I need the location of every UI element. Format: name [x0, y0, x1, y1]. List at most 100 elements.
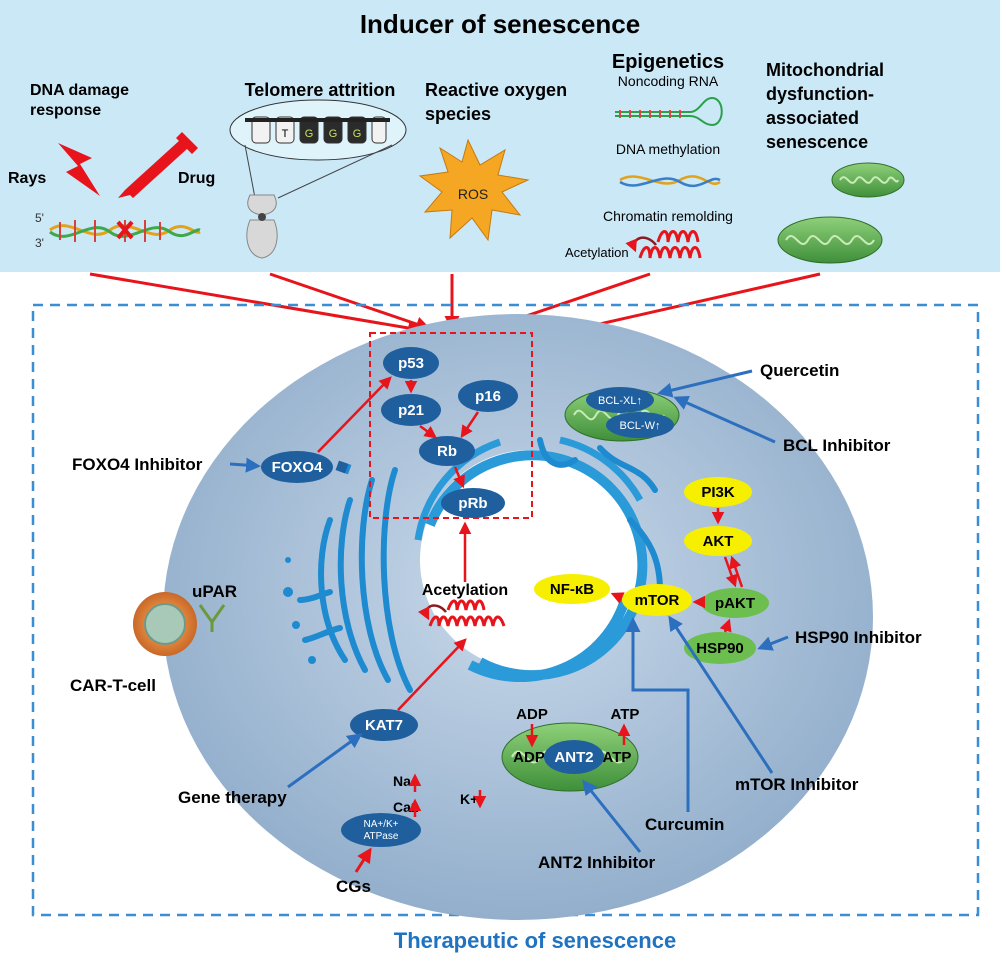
bcl-xl-node: BCL-XL↑: [586, 387, 654, 413]
atpase-node: NA+/K+ ATPase: [341, 813, 421, 847]
pi3k-label: PI3K: [701, 484, 735, 501]
pi3k-node: PI3K: [684, 477, 752, 507]
foxo4-inhibitor-label: FOXO4 Inhibitor: [72, 455, 203, 474]
adp-atp-arrows: [525, 723, 631, 748]
mtor-label: mTOR: [635, 592, 680, 609]
rough-er: [537, 437, 663, 593]
kat7-node: KAT7: [350, 709, 418, 741]
rb-label: Rb: [437, 443, 457, 460]
top-acetylation-label: Acetylation: [565, 245, 629, 260]
quercetin-arrow: [657, 369, 753, 398]
p53-node: p53: [383, 347, 439, 379]
mtor-node: mTOR: [622, 584, 692, 616]
foxo4-arrow: [317, 376, 392, 453]
bcl-xl-label: BCL-XL↑: [598, 395, 642, 407]
p16-node: p16: [458, 380, 518, 412]
quercetin-label: Quercetin: [760, 361, 839, 380]
car-t-label: CAR-T-cell: [70, 676, 156, 695]
p21-label: p21: [398, 402, 424, 419]
akt-label: AKT: [703, 533, 734, 550]
therapeutic-title: Therapeutic of senescence: [394, 928, 676, 953]
ant2-node: ANT2: [544, 740, 604, 774]
mito-title-3: associated: [766, 108, 859, 128]
telomere-letter: G: [353, 128, 362, 140]
hsp90-label: HSP90: [696, 640, 744, 657]
mito-title-1: Mitochondrial: [766, 60, 884, 80]
endoplasmic-reticulum: [297, 467, 413, 693]
atpase-label-1: NA+/K+: [363, 819, 398, 830]
akt-node: AKT: [684, 526, 752, 556]
mitochondrion-icon: [777, 216, 883, 264]
rays-label: Rays: [8, 170, 46, 187]
prb-label: pRb: [458, 495, 487, 512]
hsp90-inhibitor-label: HSP90 Inhibitor: [795, 628, 922, 647]
strand-3-label: 3': [35, 236, 44, 250]
pakt-label: pAKT: [715, 595, 755, 612]
adp-inner-label: ADP: [513, 749, 545, 766]
akt-pathway-arrows: [610, 508, 744, 633]
atpase-label-2: ATPase: [364, 831, 399, 842]
acetylation-arrow-icon: [625, 236, 657, 253]
kat7-label: KAT7: [365, 717, 403, 734]
nfkb-label: NF-κB: [550, 581, 594, 598]
bcl-w-label: BCL-W↑: [620, 420, 661, 432]
methylation-helix-icon: [619, 175, 721, 188]
hsp90-node: HSP90: [684, 632, 756, 664]
curcumin-arrow: [625, 617, 690, 812]
mtor-inhibitor-arrow: [668, 615, 774, 774]
dna-methylation-label: DNA methylation: [616, 141, 720, 157]
bcl-w-node: BCL-W↑: [606, 412, 674, 438]
ant2-inhibitor-arrow: [582, 779, 642, 853]
k-label: K+: [460, 791, 478, 807]
noncoding-rna-label: Noncoding RNA: [618, 73, 719, 89]
syringe-icon: [118, 132, 198, 198]
chromosome-icon: [246, 194, 278, 259]
atp-outer-label: ATP: [611, 706, 640, 723]
ros-title-2: species: [425, 104, 491, 124]
nuclear-acetylation-label: Acetylation: [422, 582, 508, 599]
drug-label: Drug: [178, 170, 215, 187]
nuclear-envelope: [414, 436, 644, 541]
chromatin-coil-icon: [638, 230, 702, 259]
ant2-inhibitor-label: ANT2 Inhibitor: [538, 853, 655, 872]
kat7-arrow: [397, 638, 467, 711]
foxo4-label: FOXO4: [272, 459, 324, 476]
hsp90-inhibitor-arrow: [757, 635, 789, 651]
pakt-node: pAKT: [701, 588, 769, 618]
inducer-title: Inducer of senescence: [360, 9, 640, 39]
foxo4-node: FOXO4: [261, 451, 333, 483]
p53-label: p53: [398, 355, 424, 372]
dna-damage-label-1: DNA damage: [30, 82, 129, 99]
p53-pathway-box: [369, 332, 533, 519]
car-t-nucleus: [144, 603, 186, 645]
chromatin-label: Chromatin remolding: [603, 208, 733, 224]
telomere-title: Telomere attrition: [245, 80, 396, 100]
rb-node: Rb: [419, 436, 475, 466]
bcl-inhibitor-arrow: [673, 396, 776, 444]
mito-title-2: dysfunction-: [766, 84, 874, 104]
mtor-inhibitor-label: mTOR Inhibitor: [735, 775, 859, 794]
bcl-inhibitor-label: BCL Inhibitor: [783, 436, 891, 455]
p21-node: p21: [381, 394, 441, 426]
ros-label: ROS: [458, 186, 488, 202]
adp-outer-label: ADP: [516, 706, 548, 723]
ros-star-icon: [418, 138, 530, 242]
telomere-letter: T: [282, 128, 289, 140]
small-vesicle: [335, 460, 349, 474]
foxo4-inhibitor-arrow: [229, 457, 261, 473]
ant2-label: ANT2: [554, 749, 593, 766]
curcumin-label: Curcumin: [645, 815, 724, 834]
nuclear-acetylation-arrow-icon: [417, 604, 447, 621]
strand-5-label: 5': [35, 211, 44, 225]
cgs-arrow: [354, 847, 372, 873]
telomere-letter: G: [329, 128, 338, 140]
ros-title-1: Reactive oxygen: [425, 80, 567, 100]
gene-therapy-label: Gene therapy: [178, 788, 287, 807]
zoom-lines: [244, 144, 393, 199]
telomere-letter: G: [305, 128, 314, 140]
telomere-units: [245, 116, 390, 144]
upar-receptor-icon: [198, 604, 226, 632]
rna-hairpin-icon: [615, 96, 723, 127]
pathway-arrows: [404, 380, 480, 582]
